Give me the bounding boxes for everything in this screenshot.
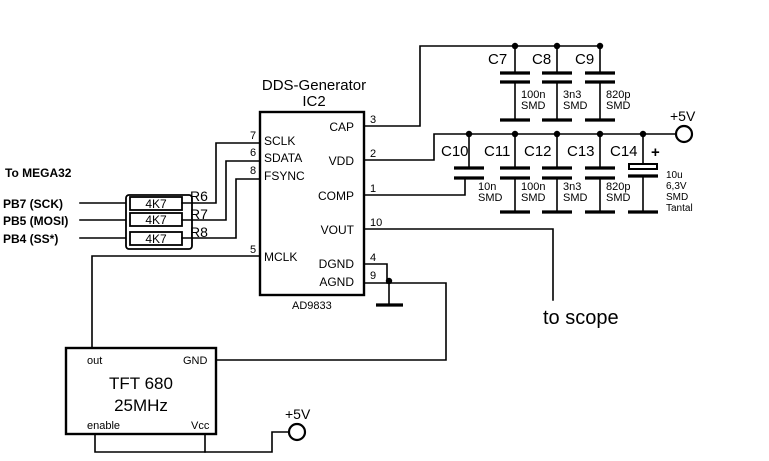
ic-pin-num-4: 4	[370, 252, 376, 264]
ic-pin-name-vdd: VDD	[329, 154, 355, 168]
resistor-r6-value: 4K7	[145, 197, 167, 211]
vcc-terminal-top	[674, 124, 694, 144]
osc-pin-vcc: Vcc	[191, 420, 210, 432]
ic-pin-name-cap: CAP	[329, 120, 354, 134]
mcu-signal-sck: PB7 (SCK)	[3, 197, 63, 211]
capacitor-c8	[542, 42, 572, 122]
ic-pin-num-6: 6	[250, 147, 256, 159]
cap-c12-type: SMD	[563, 192, 588, 204]
ic-pin-num-8: 8	[250, 165, 256, 177]
capacitor-c7	[500, 42, 530, 122]
ic-pin-name-sdata: SDATA	[264, 151, 302, 165]
mcu-title: To MEGA32	[5, 166, 72, 180]
osc-frequency: 25MHz	[114, 396, 168, 415]
ic-pin-num-10: 10	[370, 217, 382, 229]
ic-body	[258, 110, 366, 297]
ic-pin-num-5: 5	[250, 244, 256, 256]
capacitor-c11	[500, 130, 530, 214]
ic-pin-num-1: 1	[370, 183, 376, 195]
cap-c10-type: SMD	[478, 192, 503, 204]
cap-c9-value: 820p	[606, 89, 630, 101]
cap-c7-ref: C7	[488, 51, 507, 68]
bottom-capacitor-group	[454, 130, 658, 214]
cap-c11-value: 100n	[521, 181, 545, 193]
mcu-signal-mosi: PB5 (MOSI)	[3, 214, 68, 228]
osc-pin-gnd: GND	[183, 355, 208, 367]
ic-part-number: AD9833	[292, 300, 332, 312]
ic-pin-name-comp: COMP	[318, 189, 354, 203]
ic-pin-num-9: 9	[370, 270, 376, 282]
resistor-r7-value: 4K7	[145, 213, 167, 227]
cap-c7-value: 100n	[521, 89, 545, 101]
ic-pin-name-vout: VOUT	[321, 223, 355, 237]
ground-pins-wire	[363, 263, 388, 284]
cap-c8-value: 3n3	[563, 89, 581, 101]
capacitor-c14	[628, 130, 658, 214]
cap-c7-type: SMD	[521, 100, 546, 112]
cap-c9-ref: C9	[575, 51, 594, 68]
resistor-r6-ref: R6	[190, 188, 208, 204]
ic-pin-num-7: 7	[250, 130, 256, 142]
osc-pin-enable: enable	[87, 420, 120, 432]
cap-c14-line-2: 6,3V	[666, 181, 687, 192]
cap-c9-type: SMD	[606, 100, 631, 112]
vcc-wire	[204, 431, 290, 453]
ground-junction	[385, 277, 393, 285]
cap-c14-polarity: +	[651, 144, 660, 161]
vcc-terminal-osc	[287, 422, 307, 442]
cap-c10-ref: C10	[441, 143, 469, 160]
cap-c14-line-3: SMD	[666, 192, 688, 203]
osc-pin-out: out	[87, 355, 102, 367]
cap-c11-type: SMD	[521, 192, 546, 204]
oscillator-body	[64, 346, 218, 436]
vcc-label-osc: +5V	[285, 406, 311, 422]
spi-wires	[181, 142, 261, 239]
enable-to-vcc-wire	[94, 433, 206, 453]
ic-pin-num-2: 2	[370, 148, 376, 160]
capacitor-c9	[585, 42, 615, 122]
ic-pin-name-dgnd: DGND	[319, 257, 355, 271]
cap-c13-ref: C13	[567, 143, 595, 160]
cap-c8-ref: C8	[532, 51, 551, 68]
ic-pin-name-agnd: AGND	[319, 275, 354, 289]
scope-label: to scope	[543, 307, 619, 329]
ic-pin-name-fsync: FSYNC	[264, 169, 305, 183]
ic-ref: IC2	[302, 93, 325, 110]
vcc-label-top: +5V	[670, 108, 696, 124]
top-capacitor-group	[500, 42, 615, 122]
mcu-wires	[79, 202, 131, 239]
cap-c12-ref: C12	[524, 143, 552, 160]
ic-pin-name-sclk: SCLK	[264, 134, 295, 148]
resistor-r7-ref: R7	[190, 206, 208, 222]
capacitor-c10	[454, 130, 484, 180]
ic-pin-name-mclk: MCLK	[264, 250, 297, 264]
resistor-r8-value: 4K7	[145, 232, 167, 246]
resistor-r8-ref: R8	[190, 224, 208, 240]
ground-return-wire	[215, 282, 447, 361]
osc-title: TFT 680	[109, 374, 173, 393]
ic-title: DDS-Generator	[262, 77, 366, 94]
cap-c14-ref: C14	[610, 143, 638, 160]
capacitor-c13	[585, 130, 615, 214]
cap-c8-type: SMD	[563, 100, 588, 112]
cap-c11-ref: C11	[484, 143, 510, 160]
cap-c14-line-1: 10u	[666, 170, 683, 181]
cap-c13-type: SMD	[606, 192, 631, 204]
capacitor-c12	[542, 130, 572, 214]
mcu-signal-ss: PB4 (SS*)	[3, 232, 58, 246]
cap-c14-line-4: Tantal	[666, 203, 693, 214]
ic-pin-num-3: 3	[370, 114, 376, 126]
comp-wire	[363, 178, 466, 196]
mclk-wire	[91, 255, 261, 349]
cap-c12-value: 3n3	[563, 181, 581, 193]
cap-c10-value: 10n	[478, 181, 496, 193]
cap-c13-value: 820p	[606, 181, 630, 193]
cap-pin-wire	[363, 45, 601, 127]
vout-wire	[363, 228, 554, 301]
